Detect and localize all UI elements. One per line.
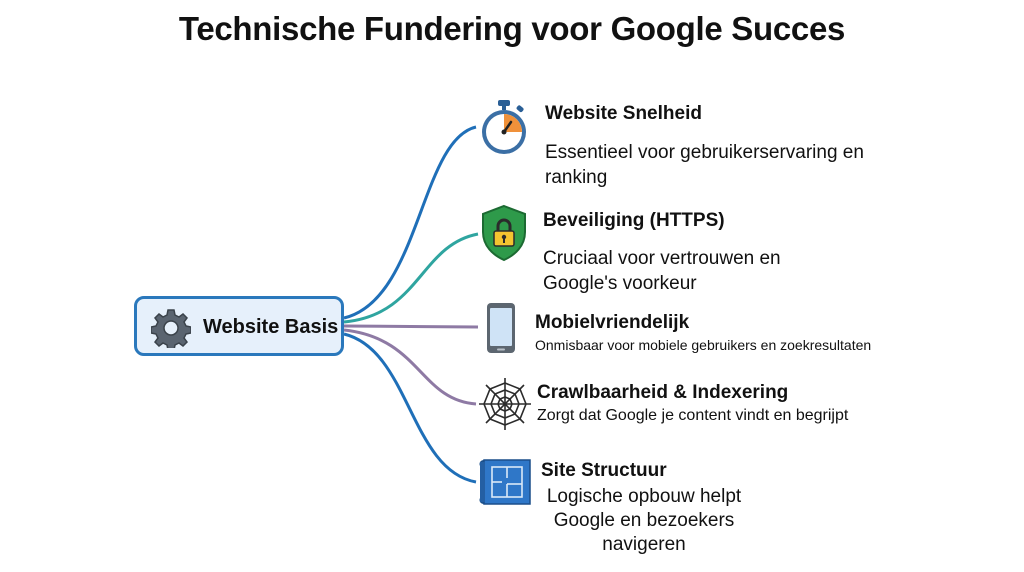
branch-title: Site Structuur (541, 460, 667, 481)
branch-description: Essentieel voor gebruikerservaring en ra… (545, 142, 864, 188)
stopwatch-icon (482, 100, 526, 154)
branch-description: Logische opbouw helpt Google en bezoeker… (546, 486, 742, 555)
root-node: Website Basis (134, 296, 344, 356)
branch-description: Cruciaal voor vertrouwen en Google's voo… (543, 248, 781, 294)
connector-line-speed (343, 125, 477, 320)
connector-line-security (343, 232, 479, 324)
diagram-title: Technische Fundering voor Google Succes (178, 10, 846, 47)
blueprint-icon (479, 459, 531, 505)
spiderweb-icon (479, 378, 531, 430)
branch-title: Website Snelheid (545, 103, 702, 124)
branch-title: Beveiliging (HTTPS) (543, 210, 725, 231)
branch-title: Crawlbaarheid & Indexering (537, 382, 789, 403)
gear-icon (151, 309, 191, 348)
connector-line-crawl (343, 328, 477, 406)
branch-description: Onmisbaar voor mobiele gebruikers en zoe… (535, 337, 872, 353)
shield-lock-icon (482, 204, 526, 262)
connector-line-mobile (343, 324, 479, 329)
smartphone-icon (487, 303, 515, 353)
branch-description: Zorgt dat Google je content vindt en beg… (537, 407, 849, 424)
branch-title: Mobielvriendelijk (535, 312, 690, 333)
connector-line-structure (343, 332, 477, 484)
root-label: Website Basis (203, 316, 339, 338)
